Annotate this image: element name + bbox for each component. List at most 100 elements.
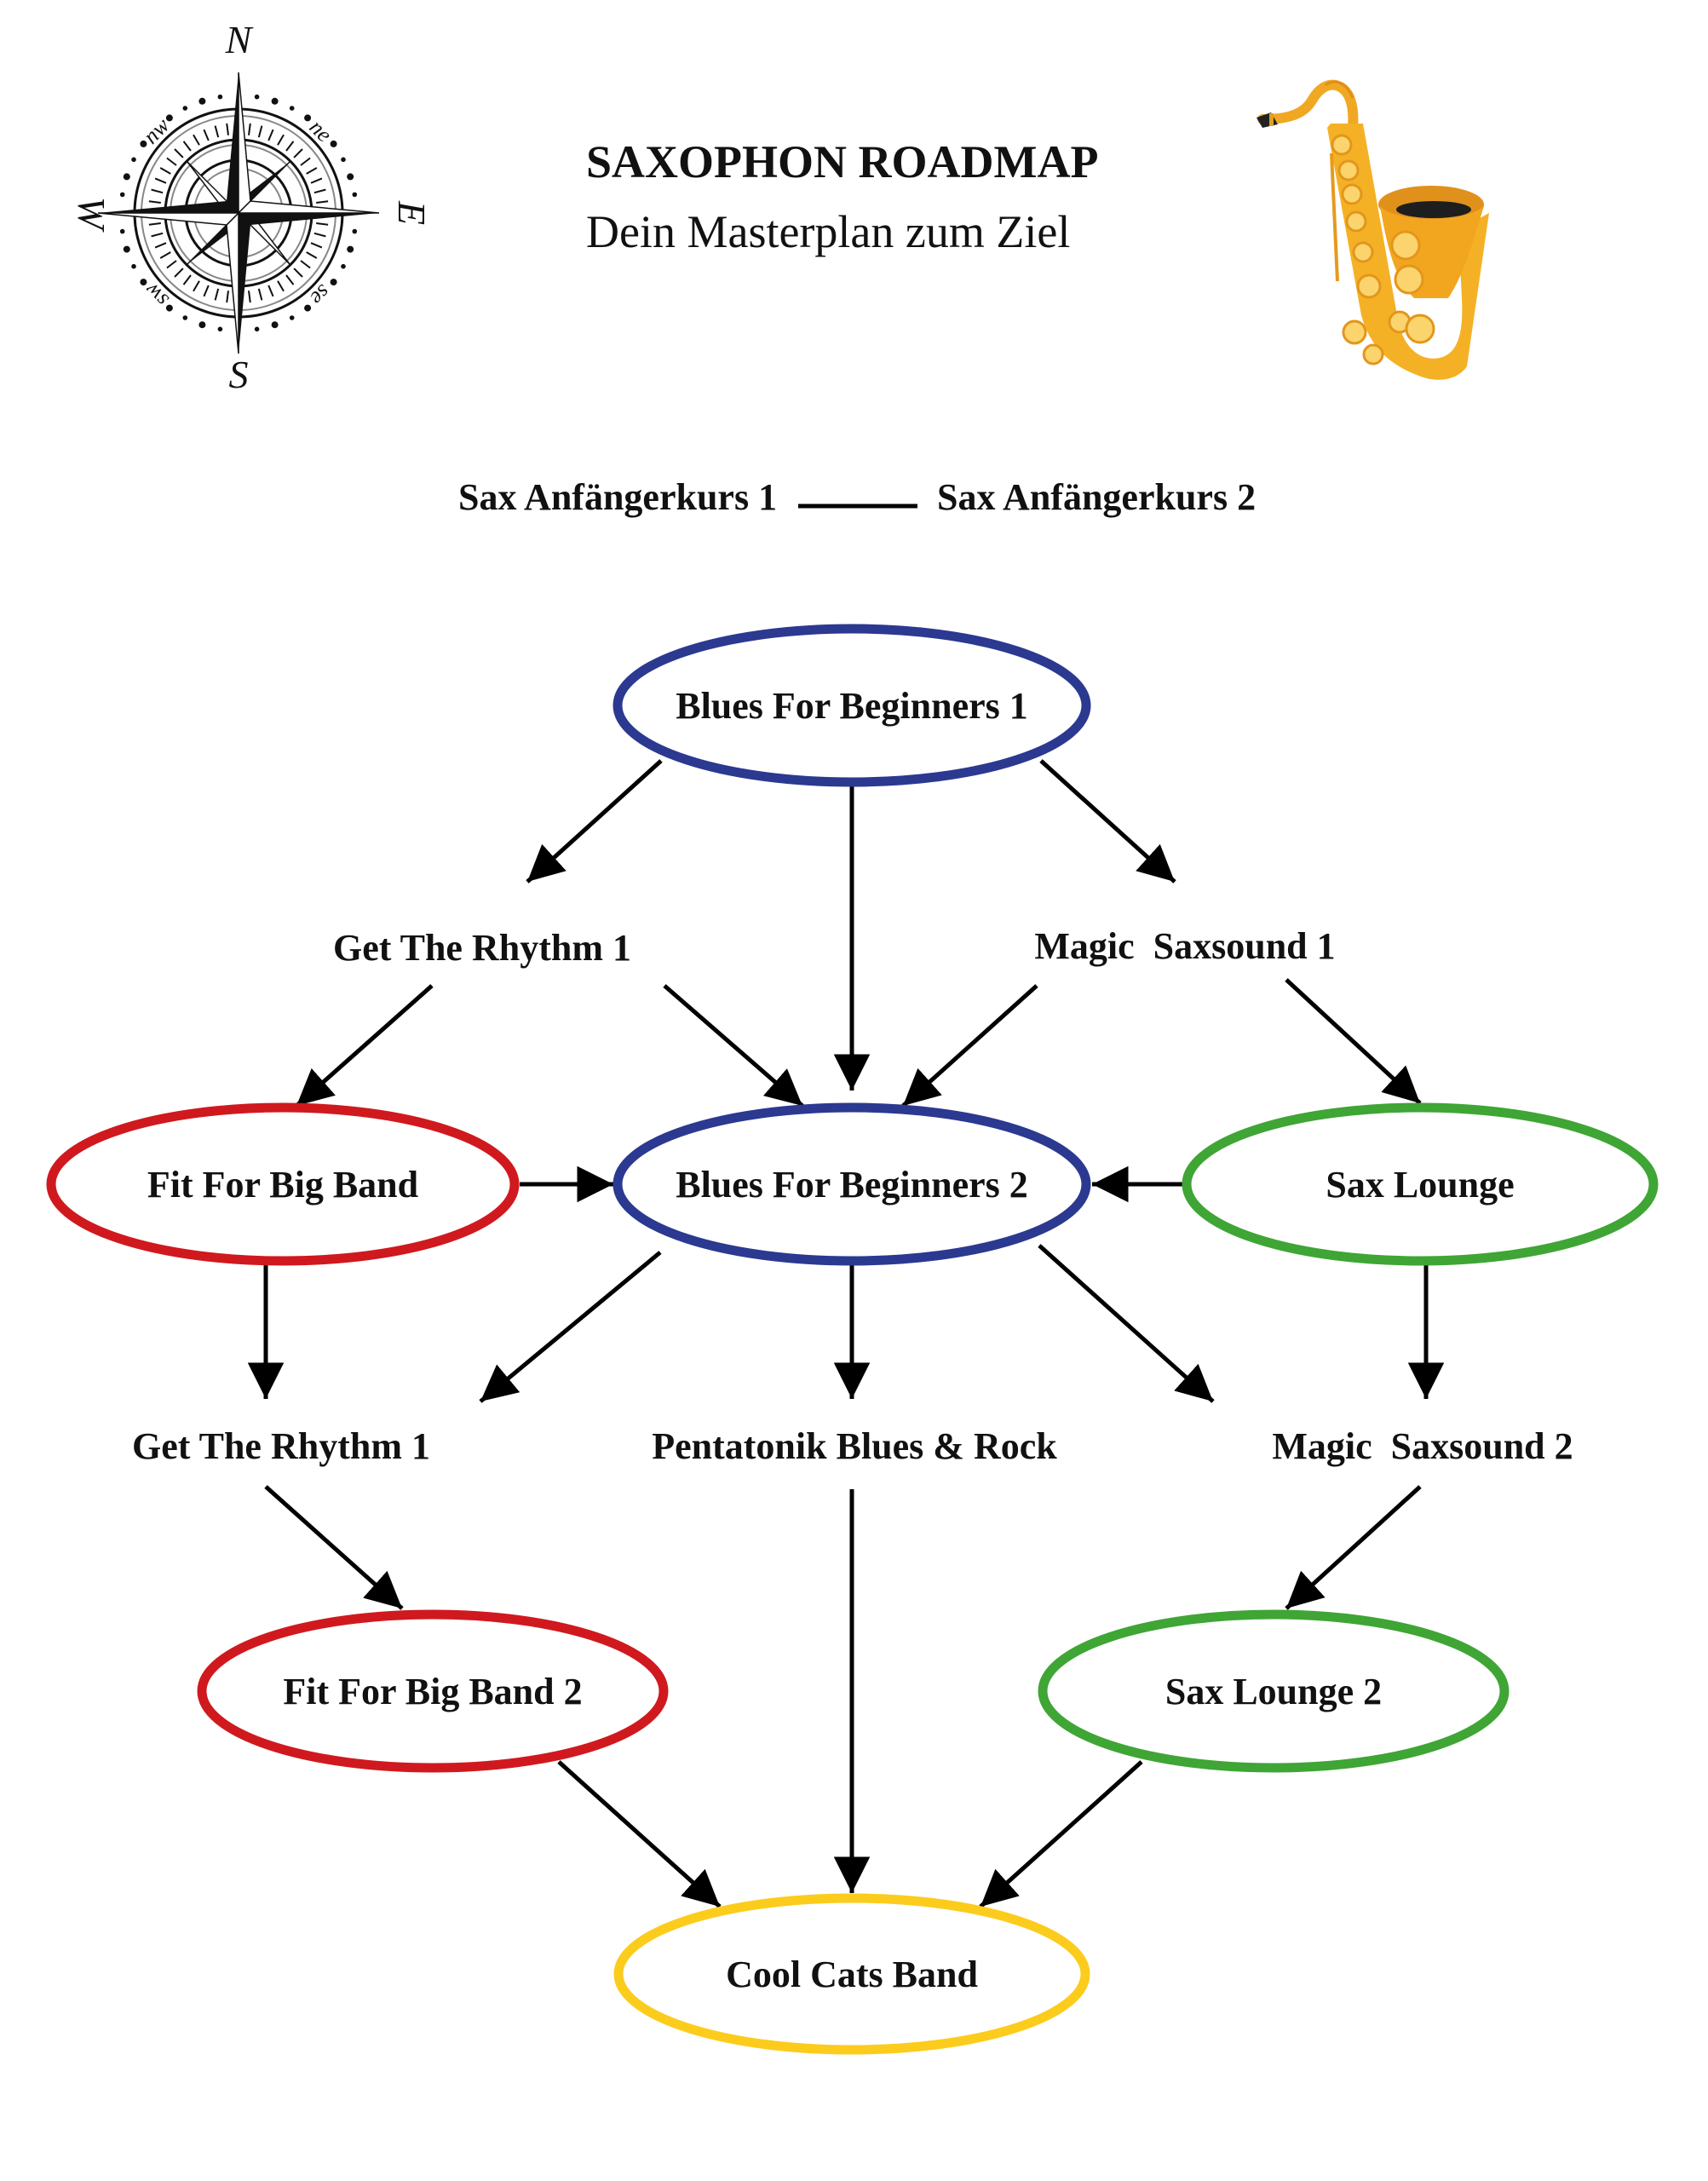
node-sax-lounge-2[interactable]: Sax Lounge 2 [1038,1609,1510,1773]
compass-tick [277,280,285,292]
compass-tick [203,285,210,297]
node-label-big-band-2: Fit For Big Band 2 [283,1671,582,1712]
compass-tick [300,157,311,166]
compass-tick [306,251,318,259]
compass-tick [313,232,326,238]
legend-from-label: Sax Anfängerkurs 1 [458,476,777,518]
node-get-the-rhythm-1-lower[interactable]: Get The Rhythm 1 [132,1425,430,1467]
node-ellipse-sax-lounge-2 [1038,1609,1510,1773]
compass-tick [148,222,161,226]
node-sax-lounge[interactable]: Sax Lounge [1182,1102,1659,1266]
compass-tick [310,177,323,184]
compass-dot [217,94,223,100]
node-label-magic-saxsound-1: Magic Saxsound 1 [1034,925,1335,967]
compass-dot [140,140,147,147]
compass-dot [198,97,206,105]
node-label-pentatonik: Pentatonik Blues & Rock [652,1425,1057,1467]
compass-dot [347,173,354,181]
compass-tick [313,188,326,194]
edge-arrow-rhythm1_top-to-bigband1 [295,984,434,1108]
node-magic-saxsound-2[interactable]: Magic Saxsound 2 [1272,1425,1573,1467]
node-fit-for-big-band[interactable]: Fit For Big Band [46,1102,520,1266]
compass-tick [226,291,229,303]
compass-tick [214,288,220,301]
compass-tick [267,129,274,141]
compass-dot [198,321,206,329]
compass-dot [165,114,173,122]
legend: Sax Anfängerkurs 1 Sax Anfängerkurs 2 [458,476,1256,518]
compass-tick [285,141,295,152]
node-label-rhythm-1-top: Get The Rhythm 1 [333,927,631,969]
compass-tick [151,188,164,194]
compass-dot [289,106,295,111]
compass-dot [271,97,279,105]
compass-tick [214,125,220,138]
node-ellipse-big-band-1 [46,1102,520,1266]
node-label-blues-2: Blues For Beginners 2 [676,1164,1028,1206]
node-label-sax-lounge-2: Sax Lounge 2 [1165,1671,1382,1712]
compass-label-north: N [225,18,254,61]
node-cool-cats-band[interactable]: Cool Cats Band [613,1893,1090,2055]
node-magic-saxsound-1[interactable]: Magic Saxsound 1 [1034,925,1335,967]
compass-tick [154,177,167,184]
compass-label-east: E [390,200,434,225]
compass-tick [248,123,251,135]
compass-dot [271,321,279,329]
compass-tick [148,200,161,204]
compass-dot [123,245,130,253]
compass-tick [166,260,177,269]
edge-arrow-bigband2-to-coolcats [557,1760,722,1908]
compass-dot [131,157,136,163]
edge-arrow-magic2-to-lounge2 [1285,1485,1422,1610]
node-pentatonik-blues-rock[interactable]: Pentatonik Blues & Rock [652,1425,1057,1467]
compass-tick [203,129,210,141]
node-fit-for-big-band-2[interactable]: Fit For Big Band 2 [197,1609,669,1773]
compass-dot [341,157,346,163]
node-get-the-rhythm-1-top[interactable]: Get The Rhythm 1 [333,927,631,969]
compass-tick [193,280,200,292]
compass-tick [154,242,167,249]
compass-dot [119,228,125,234]
compass-tick [293,148,303,158]
compass-dot [347,245,354,253]
node-label-cool-cats: Cool Cats Band [726,1954,978,1995]
compass-dot [352,192,358,198]
compass-dot [131,263,136,269]
compass-tick [267,285,274,297]
compass-dot [182,315,188,320]
compass-tick [159,167,171,175]
compass-tick [257,125,263,138]
compass-label-south: S [229,353,249,396]
edge-arrow-magic1-to-lounge1 [1285,978,1422,1105]
compass-tick [300,260,311,269]
compass-tick [193,134,200,146]
compass-tick [277,134,285,146]
node-ellipse-big-band-2 [197,1609,669,1773]
node-blues-for-beginners-1[interactable]: Blues For Beginners 1 [612,624,1091,787]
compass-tick [174,148,184,158]
compass-dot [182,106,188,111]
edge-arrow-blues2-to-rhythm1_low [479,1251,662,1403]
nodes-layer: Blues For Beginners 1 Get The Rhythm 1 M… [46,624,1659,2055]
compass-ticks [148,123,329,303]
node-label-magic-saxsound-2: Magic Saxsound 2 [1272,1425,1573,1467]
compass-tick [151,232,164,238]
compass-tick [316,222,329,226]
compass-label-west: W [70,197,113,233]
compass-dot [289,315,295,320]
compass-dot [165,304,173,312]
compass-tick [248,291,251,303]
compass-rose-icon: N S E W nw ne se sw [70,18,434,396]
node-ellipse-sax-lounge-1 [1182,1102,1659,1266]
edge-arrow-magic1-to-blues2 [901,984,1038,1108]
compass-tick [293,268,303,278]
compass-tick [285,274,295,285]
compass-tick [166,157,177,166]
edge-arrow-blues2-to-magic2 [1038,1244,1215,1403]
node-blues-for-beginners-2[interactable]: Blues For Beginners 2 [612,1102,1091,1266]
legend-to-label: Sax Anfängerkurs 2 [937,476,1256,518]
page-subtitle: Dein Masterplan zum Ziel [586,206,1070,257]
node-label-sax-lounge-1: Sax Lounge [1326,1164,1514,1206]
compass-dot [304,304,312,312]
